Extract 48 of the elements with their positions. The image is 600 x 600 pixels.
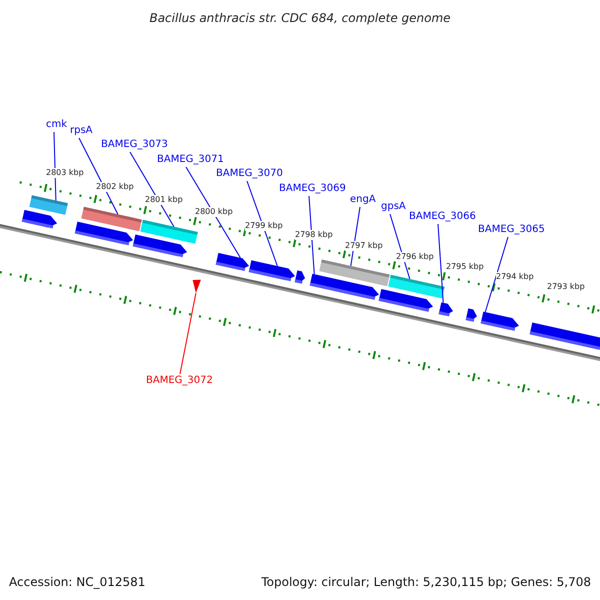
- leader-line: [350, 206, 360, 266]
- accession-text: Accession: NC_012581: [9, 575, 146, 589]
- gene-bar: [81, 206, 142, 232]
- gene-bar: [29, 195, 68, 215]
- gene-label: BAMEG_3072: [146, 374, 213, 388]
- gene-block: [530, 322, 600, 350]
- gene-label: BAMEG_3065: [478, 223, 545, 237]
- scale-label: 2796 kbp: [396, 252, 434, 262]
- leader-line: [78, 138, 118, 215]
- gene-label: cmk: [46, 118, 68, 132]
- scale-label: 2799 kbp: [245, 221, 283, 231]
- leader-line: [308, 196, 315, 275]
- genome-info-text: Topology: circular; Length: 5,230,115 bp; Genes: 5,708: [261, 575, 591, 589]
- gene-block: [480, 312, 519, 331]
- leader-line: [246, 180, 278, 266]
- gene-label: gpsA: [381, 200, 406, 214]
- leader-line: [130, 152, 174, 228]
- scale-label: 2795 kbp: [446, 262, 484, 272]
- gene-label: engA: [350, 193, 376, 207]
- gene-block: [294, 270, 306, 284]
- scale-label: 2793 kbp: [547, 282, 585, 292]
- gene-label: BAMEG_3069: [279, 182, 346, 196]
- leader-line: [484, 236, 508, 313]
- gene-label: BAMEG_3066: [409, 210, 476, 224]
- gene-label: BAMEG_3070: [216, 167, 283, 181]
- leader-line: [54, 132, 56, 202]
- gene-block: [22, 210, 58, 228]
- gene-marker: [192, 280, 201, 294]
- scale-label: 2800 kbp: [195, 207, 233, 217]
- scale-label: 2801 kbp: [145, 195, 183, 205]
- scale-label: 2794 kbp: [496, 272, 534, 282]
- leader-line: [186, 166, 241, 258]
- gene-label: BAMEG_3073: [101, 138, 168, 152]
- map-title: Bacillus anthracis str. CDC 684, complete genome: [148, 11, 452, 25]
- scale-label: 2797 kbp: [345, 241, 383, 251]
- gene-block: [216, 252, 250, 272]
- gene-bar: [140, 220, 198, 244]
- gene-label: rpsA: [70, 124, 93, 138]
- gene-block: [466, 308, 477, 322]
- scale-label: 2802 kbp: [96, 182, 134, 192]
- gene-bar: [388, 274, 445, 298]
- gene-block: [438, 302, 453, 316]
- leader-line: [438, 224, 444, 304]
- leader-line: [180, 292, 196, 374]
- scale-label: 2803 kbp: [46, 168, 84, 178]
- gene-label: BAMEG_3071: [157, 153, 224, 167]
- gene-bar: [319, 259, 390, 286]
- scale-label: 2798 kbp: [295, 230, 333, 240]
